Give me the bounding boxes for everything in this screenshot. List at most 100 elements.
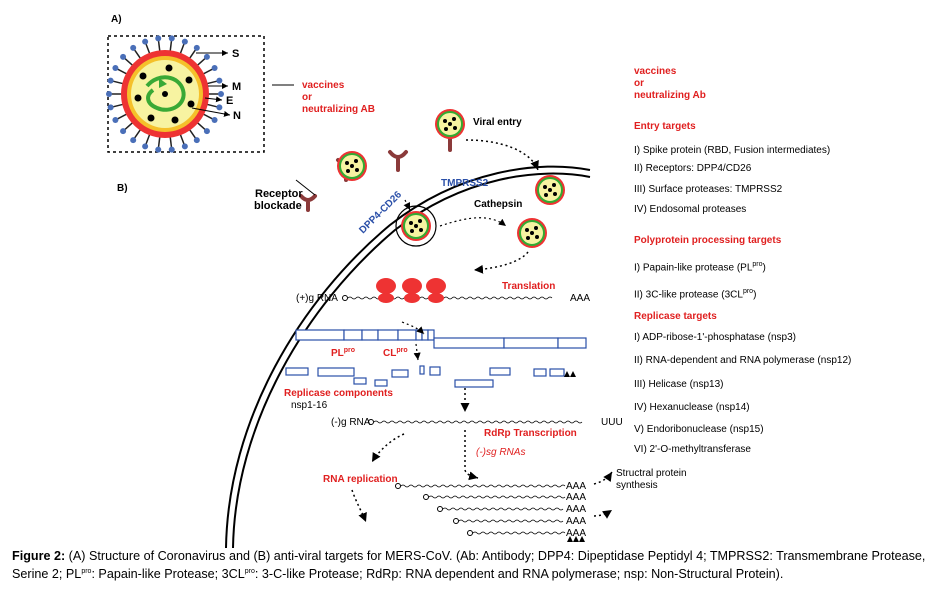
ribosomes [376,278,446,303]
coronavirus-virion [106,35,224,153]
nucleotide-triangles [564,371,576,377]
sg-rna-aaa-label: AAA [566,516,586,527]
virus-cathepsin [516,217,548,249]
virus-endocytosed [400,210,432,242]
entry-target-item: I) Spike protein (RBD, Fusion intermedia… [634,145,831,156]
spike-head [142,143,149,150]
nucleocapsid-label: N [233,110,241,122]
spike-head [168,146,175,153]
spike-stalk [112,80,125,85]
spike-head [193,44,200,51]
replicase-target-item: I) ADP-ribose-1'-phosphatase (nsp3) [634,332,796,343]
endosome-arrow [439,217,507,227]
structural-arrow-2 [593,509,613,519]
uuu-label: UUU [601,417,623,428]
envelope-label: E [226,95,233,107]
vaccine-or-right: or [634,78,644,89]
spike-stalk [124,57,135,67]
polyprotein [295,329,587,349]
receptor-blockade-label-2: blockade [254,200,302,212]
spike-head [155,35,162,42]
sg-rnas-label: (-)sg RNAs [476,447,525,458]
pl-pro-label: PLpro [331,347,355,359]
uncoating-arrow [473,251,529,274]
spike-head [120,128,127,135]
spike-stalk [124,121,135,131]
spike-stalk [116,68,129,76]
replicase-target-item: III) Helicase (nsp13) [634,379,724,390]
panel-a-label: A) [111,14,122,25]
negative-genome-label: (-)g RNA [331,417,371,428]
spike-head [107,77,114,84]
entry-target-item: II) Receptors: DPP4/CD26 [634,163,752,174]
endosome [395,205,437,247]
structural-protein-label-2: synthesis [616,480,658,491]
receptor-blockade-pointer [295,179,316,196]
spike-head [112,117,119,124]
sg-rna-strand [442,507,564,511]
spike-head [130,44,137,51]
cell-membrane-outer [225,165,591,548]
entry-fusion-arrow [403,199,411,211]
vaccine-or-left: or [302,92,312,103]
spike-label: S [232,48,239,60]
spike-head [181,38,188,45]
dpp4-receptors [299,130,460,212]
viral-entry-arrow [465,139,539,171]
spike-head [107,104,114,111]
cell-membrane-inner [232,172,591,548]
spike-head [216,104,223,111]
rdrp-transcription-label: RdRp Transcription [484,428,577,439]
figure-caption: Figure 2: (A) Structure of Coronavirus a… [12,549,926,582]
genome-aaa-label: AAA [570,293,590,304]
structural-arrow-1 [593,471,613,485]
sg-rna-strand [428,495,566,499]
spike-head [216,77,223,84]
rna-cap [342,295,348,301]
sg-rna-aaa-label: AAA [566,504,586,515]
spike-head [130,137,137,144]
spike-head [181,143,188,150]
cl-pro-label: CLpro [383,347,408,359]
structural-protein-pointers [191,50,231,117]
vaccine-label-left: vaccines [302,80,345,91]
cathepsin-label: Cathepsin [474,199,522,210]
vaccine-label-right: vaccines [634,66,677,77]
genome-rna-label: (+)g RNA [296,293,338,304]
spike-head [168,35,175,42]
sg-rna-cap [453,518,459,524]
spike-head [112,64,119,71]
spike-head [106,91,112,97]
spike-stalk [116,112,129,120]
spike-head [211,64,218,71]
translation-label: Translation [502,281,555,292]
receptor-blockade-label: Receptor [255,188,303,200]
spike-head [218,91,224,97]
sg-rna-cap [467,530,473,536]
entry-target-item: III) Surface proteases: TMPRSS2 [634,184,783,195]
viral-entry-label: Viral entry [473,117,522,128]
spike-stalk [195,57,206,67]
sg-rna-aaa-label: AAA [566,481,586,492]
transcription-arrow [464,430,479,481]
panel-b-label: B) [117,183,128,194]
entry-targets-heading: Entry targets [634,121,696,132]
sg-rna-cap [395,483,401,489]
replicase-target-item: V) Endoribonuclease (nsp15) [634,424,764,435]
entry-target-item: IV) Endosomal proteases [634,204,747,215]
spike-stalk [195,121,206,131]
negative-rna-strand [373,420,583,424]
spike-stalk [112,103,125,108]
rna-replication-label: RNA replication [323,474,398,485]
replicase-targets-heading: Replicase targets [634,311,717,322]
replicase-target-item: IV) Hexanuclease (nsp14) [634,402,750,413]
replicase-components [285,365,565,388]
sg-rna-aaa-label: AAA [566,492,586,503]
spike-stalk [201,112,214,120]
spike-head [211,117,218,124]
replication-arrow-left [371,433,405,463]
virus-viral-entry [434,108,466,140]
replicase-target-item: II) RNA-dependent and RNA polymerase (ns… [634,355,852,366]
sg-rna-aaa-label: AAA [566,528,586,539]
